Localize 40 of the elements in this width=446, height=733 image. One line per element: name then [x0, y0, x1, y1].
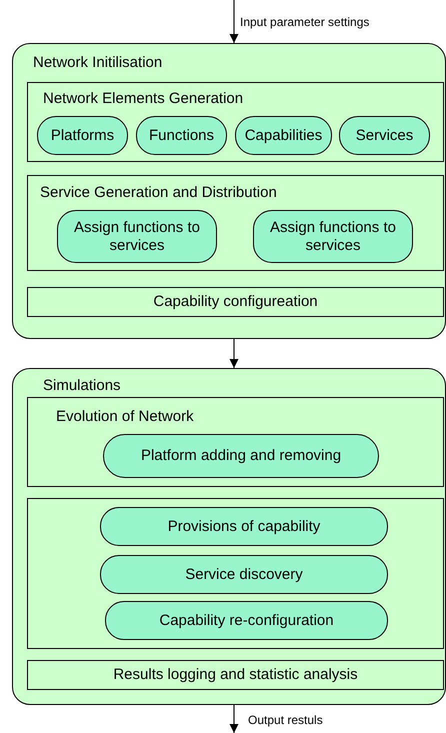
node-label: Platforms	[50, 126, 116, 144]
node-label: Services	[354, 126, 414, 144]
group-panel	[27, 82, 444, 162]
group-panel	[12, 368, 446, 705]
group-title: Evolution of Network	[56, 408, 194, 426]
process-pill	[103, 434, 379, 478]
edge-label: Output restuls	[248, 713, 323, 727]
process-pill	[339, 116, 430, 155]
node-label: Assign functions to services	[269, 218, 397, 254]
node-label: Functions	[148, 126, 216, 144]
group-title: Service Generation and Distribution	[40, 184, 277, 202]
group-panel	[27, 175, 444, 271]
node-label: Assign functions to services	[73, 218, 201, 254]
node-label: Service discovery	[185, 566, 303, 584]
empty-box	[27, 498, 444, 649]
node-label: Capability re-configuration	[159, 612, 334, 630]
group-title: Network Elements Generation	[43, 90, 244, 108]
arrow	[230, 0, 238, 44]
process-pill	[100, 555, 388, 594]
process-pill	[235, 116, 332, 155]
group-title: Simulations	[43, 377, 121, 395]
process-pill	[136, 116, 227, 155]
process-pill	[37, 116, 128, 155]
node-label: Capabilities	[244, 126, 324, 144]
edge-label: Input parameter settings	[240, 15, 370, 29]
group-panel	[12, 43, 446, 339]
node-label: Results logging and statistic analysis	[113, 666, 358, 684]
process-pill	[100, 507, 388, 546]
process-box	[27, 287, 444, 317]
node-label: Platform adding and removing	[140, 447, 342, 465]
process-pill	[105, 601, 388, 640]
group-panel	[27, 397, 444, 487]
node-label: Capability configureation	[153, 293, 318, 311]
arrow	[230, 338, 238, 368]
node-label: Provisions of capability	[168, 518, 320, 536]
group-title: Network Initilisation	[33, 54, 162, 72]
process-pill	[57, 210, 217, 263]
process-box	[27, 660, 444, 690]
process-pill	[253, 210, 413, 263]
arrow	[230, 704, 238, 733]
